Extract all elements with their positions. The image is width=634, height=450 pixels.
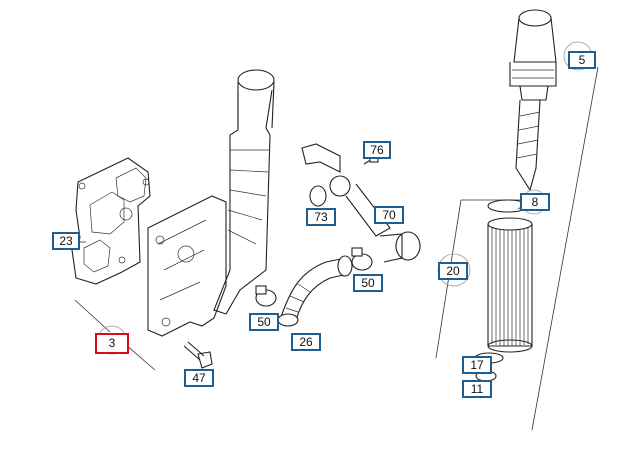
- clamp-part-50-upper: [351, 247, 373, 271]
- callout-23[interactable]: 23: [52, 232, 80, 250]
- callout-76[interactable]: 76: [363, 141, 391, 159]
- filter-housing-part-3: [147, 69, 275, 337]
- callout-73[interactable]: 73: [306, 208, 336, 226]
- clamp-part-50-lower: [255, 285, 277, 307]
- callout-11[interactable]: 11: [462, 380, 492, 398]
- hose-part-26: [277, 255, 353, 327]
- callout-8[interactable]: 8: [520, 193, 550, 211]
- callout-3-selected[interactable]: 3: [95, 333, 129, 354]
- filter-element-part-20: [487, 217, 533, 353]
- oring-part-73: [309, 185, 327, 207]
- callout-47[interactable]: 47: [184, 369, 214, 387]
- bolt-part-47: [183, 341, 213, 369]
- callout-17[interactable]: 17: [462, 356, 492, 374]
- callout-20[interactable]: 20: [438, 262, 468, 280]
- callout-70[interactable]: 70: [374, 206, 404, 224]
- callout-26[interactable]: 26: [291, 333, 321, 351]
- callout-50-lower[interactable]: 50: [249, 313, 279, 331]
- highlight-circles: [97, 41, 593, 355]
- callout-50-upper[interactable]: 50: [353, 274, 383, 292]
- pipe-part-70: [301, 143, 421, 263]
- gasket-part-23: [71, 157, 151, 285]
- filter-cap-part-5: [509, 9, 557, 192]
- leader-lines: [74, 66, 599, 431]
- callout-5[interactable]: 5: [568, 51, 596, 69]
